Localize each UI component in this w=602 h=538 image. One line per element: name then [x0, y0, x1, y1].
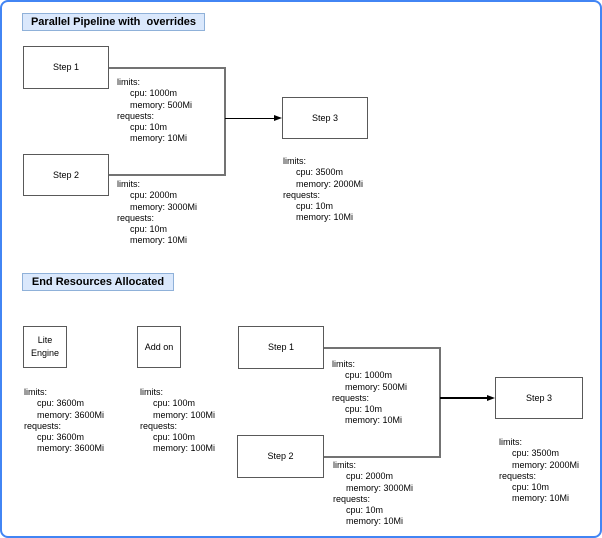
connector-top-step2-line [109, 174, 225, 176]
requests-label: requests: [283, 189, 321, 200]
requests-label: requests: [24, 420, 62, 431]
limits-label: limits: [117, 77, 140, 87]
limits-cpu: cpu: 2000m [130, 190, 178, 201]
resource-block-top-step2: limits: cpu: 2000m memory: 3000Mi reques… [117, 179, 197, 247]
connector-top-merge-line [223, 66, 226, 176]
node-top-step2: Step 2 [23, 154, 109, 196]
limits-cpu: cpu: 3600m [37, 398, 85, 409]
resource-block-add-on: limits: cpu: 100m memory: 100Mi requests… [140, 387, 215, 455]
requests-cpu: cpu: 10m [130, 224, 168, 235]
node-add-on: Add on [137, 326, 181, 368]
limits-memory: memory: 3000Mi [130, 201, 198, 212]
requests-label: requests: [332, 392, 370, 403]
resource-block-top-step1: limits: cpu: 1000m memory: 500Mi request… [117, 77, 192, 145]
requests-memory: memory: 10Mi [130, 235, 188, 246]
limits-memory: memory: 3000Mi [346, 482, 414, 493]
resource-block-bottom-step1: limits: cpu: 1000m memory: 500Mi request… [332, 359, 407, 427]
node-bottom-step3: Step 3 [495, 377, 583, 419]
section-header-end-resources: End Resources Allocated [22, 273, 174, 291]
arrow-bottom-to-step3 [440, 397, 487, 399]
limits-memory: memory: 2000Mi [296, 178, 364, 189]
connector-bottom-step2-line [324, 455, 440, 458]
node-bottom-step2: Step 2 [237, 435, 324, 478]
requests-memory: memory: 10Mi [296, 212, 354, 223]
connector-bottom-step1-line [324, 346, 440, 349]
requests-cpu: cpu: 10m [346, 505, 384, 516]
limits-label: limits: [333, 460, 356, 470]
resource-block-top-step3: limits: cpu: 3500m memory: 2000Mi reques… [283, 156, 363, 224]
limits-cpu: cpu: 100m [153, 398, 196, 409]
limits-cpu: cpu: 3500m [512, 448, 560, 459]
limits-label: limits: [499, 437, 522, 447]
limits-cpu: cpu: 2000m [346, 471, 394, 482]
requests-cpu: cpu: 10m [345, 404, 383, 415]
node-lite-engine: Lite Engine [23, 326, 67, 368]
requests-memory: memory: 10Mi [345, 415, 403, 426]
requests-label: requests: [333, 493, 371, 504]
requests-cpu: cpu: 10m [296, 201, 334, 212]
requests-memory: memory: 10Mi [346, 516, 404, 527]
requests-label: requests: [140, 420, 178, 431]
resource-block-bottom-step2: limits: cpu: 2000m memory: 3000Mi reques… [333, 460, 413, 528]
limits-label: limits: [24, 387, 47, 397]
requests-cpu: cpu: 10m [130, 122, 168, 133]
arrowhead-bottom-icon [487, 394, 495, 401]
limits-cpu: cpu: 3500m [296, 167, 344, 178]
requests-label: requests: [117, 110, 155, 121]
limits-label: limits: [283, 156, 306, 166]
requests-memory: memory: 100Mi [153, 443, 216, 454]
arrow-top-to-step3 [225, 117, 274, 120]
requests-memory: memory: 10Mi [512, 493, 570, 504]
resource-block-lite-engine: limits: cpu: 3600m memory: 3600Mi reques… [24, 387, 104, 455]
limits-memory: memory: 500Mi [130, 99, 193, 110]
limits-cpu: cpu: 1000m [345, 370, 393, 381]
requests-cpu: cpu: 3600m [37, 432, 85, 443]
connector-top-step1-line [109, 66, 225, 69]
requests-memory: memory: 3600Mi [37, 443, 105, 454]
node-top-step1: Step 1 [23, 46, 109, 89]
resource-block-bottom-step3: limits: cpu: 3500m memory: 2000Mi reques… [499, 437, 579, 505]
limits-memory: memory: 3600Mi [37, 409, 105, 420]
limits-cpu: cpu: 1000m [130, 88, 178, 99]
limits-memory: memory: 100Mi [153, 409, 216, 420]
arrowhead-top-icon [274, 115, 282, 121]
node-top-step3: Step 3 [282, 97, 368, 139]
limits-label: limits: [140, 387, 163, 397]
limits-memory: memory: 500Mi [345, 381, 408, 392]
node-bottom-step1: Step 1 [238, 326, 324, 369]
limits-memory: memory: 2000Mi [512, 459, 580, 470]
requests-cpu: cpu: 10m [512, 482, 550, 493]
limits-label: limits: [332, 359, 355, 369]
connector-bottom-merge-line [438, 346, 441, 458]
requests-memory: memory: 10Mi [130, 133, 188, 144]
requests-label: requests: [117, 212, 155, 223]
limits-label: limits: [117, 179, 140, 189]
requests-label: requests: [499, 470, 537, 481]
requests-cpu: cpu: 100m [153, 432, 196, 443]
section-header-parallel-pipeline: Parallel Pipeline with overrides [22, 13, 205, 31]
